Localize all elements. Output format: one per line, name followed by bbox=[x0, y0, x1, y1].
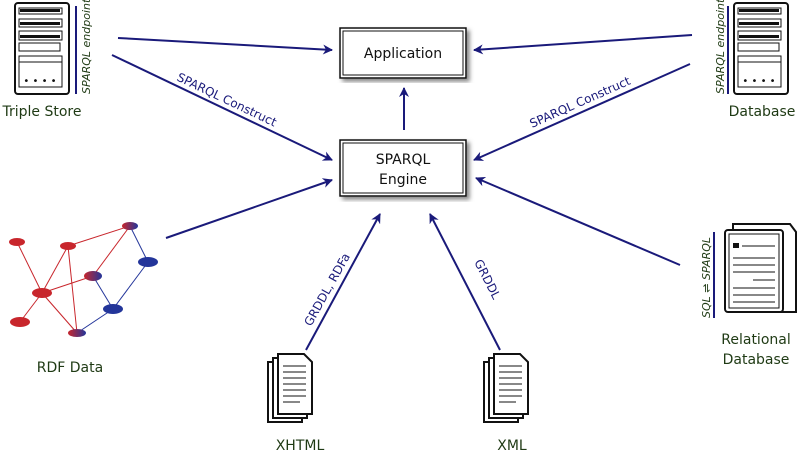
xhtml-label: XHTML bbox=[276, 438, 325, 454]
sparql-engine-box: SPARQL Engine bbox=[339, 139, 467, 197]
application-label: Application bbox=[364, 46, 442, 62]
arrow-relational-engine bbox=[475, 176, 681, 266]
arrow-triplestore-application bbox=[117, 37, 333, 55]
edge-label-triple-construct: SPARQL Construct bbox=[175, 70, 279, 130]
arrow-database-application bbox=[473, 34, 693, 55]
xml-label: XML bbox=[497, 438, 527, 454]
svg-text:• • • •: • • • • bbox=[23, 76, 56, 87]
edge-label-xhtml: GRDDL, RDFa bbox=[301, 251, 353, 329]
arrows bbox=[111, 34, 693, 351]
database-endpoint-label: SPARQL endpoint bbox=[714, 0, 727, 94]
rdf-graph-icon bbox=[9, 222, 158, 337]
database-label: Database bbox=[729, 104, 796, 120]
xhtml-document-icon bbox=[267, 353, 313, 423]
edge-label-database-construct: SPARQL Construct bbox=[528, 74, 633, 131]
triple-store-endpoint-label: SPARQL endpoint bbox=[80, 0, 93, 94]
application-box: Application bbox=[339, 27, 467, 79]
relational-label-2: Database bbox=[723, 352, 790, 368]
relational-document-icon bbox=[724, 223, 797, 313]
arrow-triplestore-engine bbox=[111, 54, 333, 161]
arrow-rdf-engine bbox=[165, 178, 333, 239]
triple-store-server-icon: • • • • bbox=[14, 2, 70, 95]
arrow-xhtml-engine bbox=[305, 213, 381, 351]
svg-text:• • • •: • • • • bbox=[742, 76, 775, 87]
xml-document-icon bbox=[483, 353, 529, 423]
arrow-database-engine bbox=[473, 63, 691, 161]
database-server-icon: • • • • bbox=[733, 2, 789, 95]
sql-sparql-label: SQL ⇌ SPARQL bbox=[700, 237, 713, 318]
edge-label-xml: GRDDL bbox=[471, 257, 503, 302]
triple-store-label: Triple Store bbox=[2, 104, 82, 120]
relational-label-1: Relational bbox=[721, 332, 790, 348]
rdf-data-label: RDF Data bbox=[37, 360, 103, 376]
engine-label-1: SPARQL bbox=[376, 152, 431, 168]
arrow-xml-engine bbox=[429, 213, 501, 351]
engine-label-2: Engine bbox=[379, 172, 427, 188]
